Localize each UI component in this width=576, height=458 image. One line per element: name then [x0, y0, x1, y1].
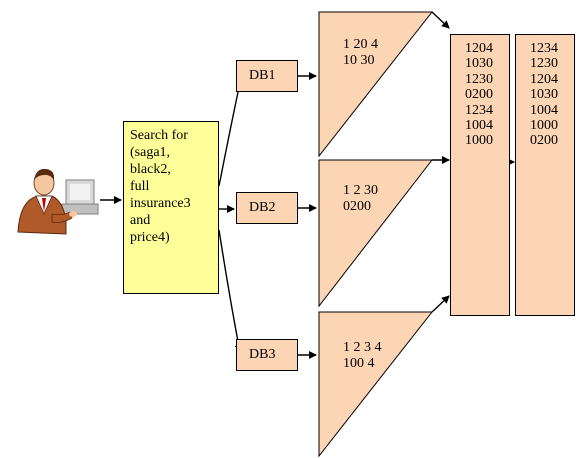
arrow-db3-results-to-merged [432, 296, 449, 312]
query-line: full [130, 178, 212, 195]
result-line: 1 20 4 [343, 37, 378, 53]
ranked-item: 1230 [530, 56, 574, 71]
merged-item: 1000 [465, 133, 509, 148]
db1-results-text: 1 20 4 10 30 [343, 37, 378, 69]
result-line: 10 30 [343, 53, 378, 69]
query-line: insurance3 [130, 195, 212, 212]
db3-label: DB3 [249, 347, 275, 362]
arrow-db1-results-to-merged [432, 12, 449, 28]
query-line: and [130, 212, 212, 229]
db3-results-triangle [319, 312, 432, 456]
arrow-query-to-db1 [219, 78, 241, 186]
merged-item: 1030 [465, 56, 509, 71]
ranked-item: 1004 [530, 103, 574, 118]
ranked-item: 1204 [530, 72, 574, 87]
db1-results-triangle [319, 12, 432, 156]
ranked-results-list: 1234 1230 1204 1030 1004 1000 0200 [515, 34, 575, 316]
db3-results-text: 1 2 3 4 100 4 [343, 340, 382, 372]
query-line: Search for [130, 127, 212, 144]
db1-label: DB1 [249, 68, 275, 83]
result-line: 0200 [343, 199, 378, 215]
merged-item: 1230 [465, 72, 509, 87]
result-line: 100 4 [343, 356, 382, 372]
merged-item: 1204 [465, 41, 509, 56]
db3-node: DB3 [236, 339, 298, 371]
result-line: 1 2 30 [343, 183, 378, 199]
db1-node: DB1 [236, 60, 298, 92]
ranked-item: 1000 [530, 118, 574, 133]
db2-results-triangle [319, 160, 432, 306]
db2-node: DB2 [236, 192, 298, 224]
db2-results-text: 1 2 30 0200 [343, 183, 378, 215]
result-line: 1 2 3 4 [343, 340, 382, 356]
ranked-item: 1234 [530, 41, 574, 56]
merged-results-list: 1204 1030 1230 0200 1234 1004 1000 [450, 34, 510, 316]
search-query-box: Search for (saga1, black2, full insuranc… [123, 121, 219, 294]
user-at-computer-icon [18, 169, 98, 234]
arrow-query-to-db3 [219, 230, 240, 352]
db2-label: DB2 [249, 200, 275, 215]
merged-item: 1234 [465, 103, 509, 118]
query-line: price4) [130, 229, 212, 246]
merged-item: 0200 [465, 87, 509, 102]
query-line: black2, [130, 161, 212, 178]
ranked-item: 1030 [530, 87, 574, 102]
merged-item: 1004 [465, 118, 509, 133]
ranked-item: 0200 [530, 133, 574, 148]
query-line: (saga1, [130, 144, 212, 161]
